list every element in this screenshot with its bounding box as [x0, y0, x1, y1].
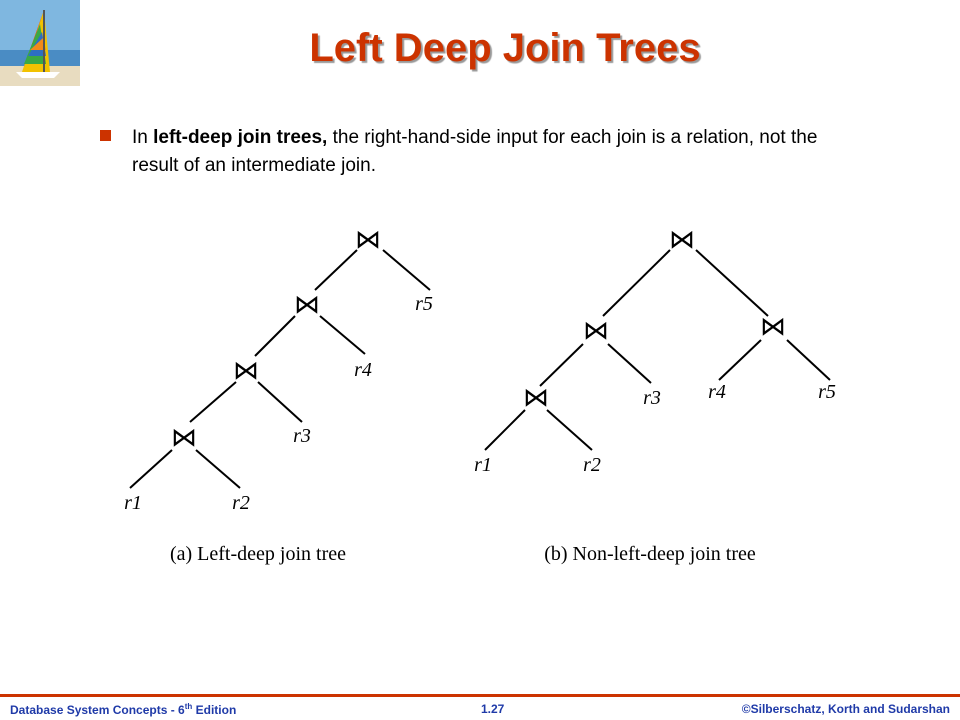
footer-book-title-text: Database System Concepts - 6 — [10, 703, 185, 717]
bullet-bold-term: left-deep join trees, — [153, 127, 328, 148]
bullet-rest: the right-hand-side input for each join … — [132, 127, 818, 176]
right-tree-leaf-r2: r2 — [583, 454, 601, 476]
join-symbol-icon: ⋈ — [171, 423, 197, 452]
right-tree-leaf-r5: r5 — [818, 381, 836, 403]
page-title: Left Deep Join Trees — [309, 26, 701, 70]
join-symbol-icon: ⋈ — [294, 290, 320, 319]
footer-copyright: ©Silberschatz, Korth and Sudarshan — [741, 702, 950, 716]
join-symbol-icon: ⋈ — [669, 225, 695, 254]
join-symbol-icon: ⋈ — [760, 312, 786, 341]
square-bullet-icon — [100, 130, 111, 141]
right-tree-leaf-r1: r1 — [474, 454, 492, 476]
join-symbol-icon: ⋈ — [355, 225, 381, 254]
join-symbol-icon: ⋈ — [233, 356, 259, 385]
bullet-prefix: In — [132, 127, 154, 148]
right-tree-caption: (b) Non-left-deep join tree — [544, 543, 756, 565]
left-tree-caption: (a) Left-deep join tree — [170, 543, 346, 565]
join-symbol-icon: ⋈ — [523, 383, 549, 412]
footer-book-title: Database System Concepts - 6th Edition — [10, 702, 236, 717]
left-tree-leaf-r2: r2 — [232, 492, 250, 514]
join-symbol-icon: ⋈ — [583, 316, 609, 345]
footer-edition-word: Edition — [192, 703, 237, 717]
left-tree-leaf-r1: r1 — [124, 492, 142, 514]
footer-rule — [0, 694, 960, 697]
sailboat-logo-icon — [0, 0, 80, 86]
page-number: 1.27 — [481, 702, 505, 716]
left-tree-leaf-r3: r3 — [293, 425, 311, 447]
right-tree-leaf-r4: r4 — [708, 381, 726, 403]
left-tree-leaf-r5: r5 — [415, 293, 433, 315]
bullet-text: In left-deep join trees, the right-hand-… — [132, 124, 822, 180]
footer-edition-sup: th — [184, 702, 193, 711]
left-tree-edges — [129, 249, 831, 489]
right-tree-leaf-r3: r3 — [643, 387, 661, 409]
left-tree-leaf-r4: r4 — [354, 359, 372, 381]
